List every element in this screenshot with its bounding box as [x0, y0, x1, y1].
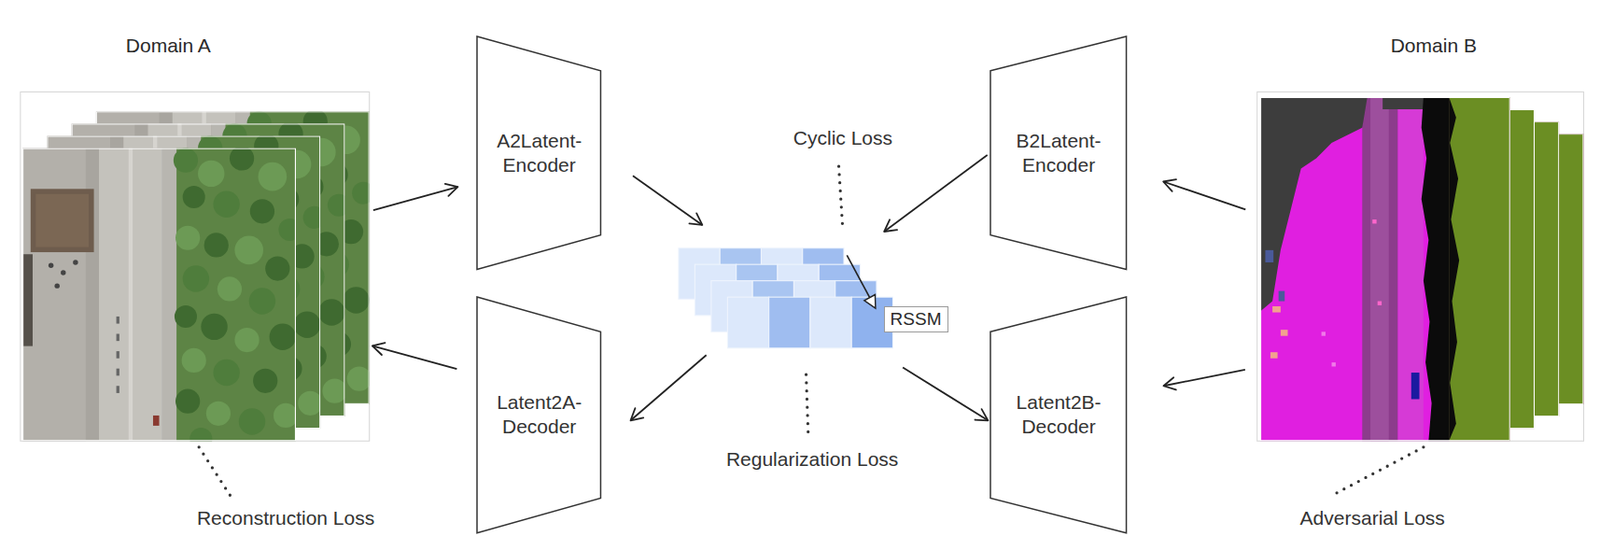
block-label: B2Latent- Encoder	[1003, 128, 1114, 179]
loss-label: Adversarial Loss	[1300, 506, 1446, 530]
flow-arrow	[884, 154, 987, 232]
trapezoid-outline	[989, 295, 1128, 534]
flow-arrow	[372, 342, 458, 369]
arrow-line	[372, 345, 458, 369]
arrow-line	[631, 354, 707, 421]
illustration-part	[198, 447, 231, 496]
arrow-head	[688, 212, 702, 225]
image-panel: Domain B	[1257, 91, 1585, 441]
decoder-trapezoid: Latent2A- Decoder	[476, 295, 602, 534]
arrow-head	[631, 407, 645, 421]
illustration-part	[810, 296, 852, 349]
flow-arrow	[373, 183, 459, 211]
loss-label: Reconstruction Loss	[196, 506, 375, 530]
latent-grid	[678, 248, 894, 349]
arrow-line	[373, 186, 459, 211]
trapezoid-shape	[477, 36, 601, 269]
domain-heading: Domain B	[1390, 33, 1477, 58]
domain-a-image	[20, 91, 375, 450]
illustration-part	[806, 374, 809, 433]
block-label: A2Latent- Encoder	[484, 128, 595, 179]
flow-arrow	[902, 366, 988, 421]
latent-block: RSSM	[678, 244, 955, 349]
arrow-line	[1163, 369, 1245, 386]
illustration-part	[1260, 97, 1511, 441]
arrow-head	[1163, 179, 1177, 192]
trapezoid-outline	[476, 35, 602, 270]
flow-arrow	[1163, 369, 1245, 391]
illustration-part	[1330, 447, 1423, 496]
arrow-head	[1163, 377, 1176, 390]
arrow-head	[974, 408, 988, 421]
arrow-line	[902, 366, 988, 421]
rssm-arrow	[846, 254, 876, 309]
trapezoid-shape	[477, 296, 601, 534]
flow-arrow	[1163, 179, 1246, 210]
flow-arrow	[632, 175, 702, 225]
illustration-part	[864, 294, 876, 309]
illustration-part	[1257, 91, 1585, 441]
flow-arrow	[631, 354, 707, 421]
encoder-trapezoid: B2Latent- Encoder	[989, 35, 1128, 270]
illustration-part	[727, 296, 769, 349]
trapezoid-shape	[990, 296, 1127, 534]
illustration-part	[769, 296, 811, 349]
illustration-part	[839, 166, 843, 231]
arrow-line	[632, 175, 702, 225]
model-label: RSSM	[884, 306, 949, 333]
domain-b-image	[1257, 91, 1585, 441]
loss-label: Cyclic Loss	[793, 126, 893, 150]
illustration-part	[22, 145, 301, 450]
trapezoid-outline	[989, 35, 1128, 270]
decoder-trapezoid: Latent2B- Decoder	[989, 295, 1128, 534]
arrow-head	[884, 219, 898, 232]
arrow-head	[445, 183, 459, 197]
block-label: Latent2A- Decoder	[484, 390, 595, 440]
domain-heading: Domain A	[126, 33, 211, 58]
loss-label: Regularization Loss	[726, 448, 899, 471]
encoder-trapezoid: A2Latent- Encoder	[476, 35, 602, 270]
block-label: Latent2B- Decoder	[1003, 390, 1114, 440]
image-panel: Domain A	[20, 91, 370, 441]
arrow-line	[884, 154, 987, 232]
trapezoid-outline	[476, 295, 602, 534]
illustration-part	[846, 254, 870, 297]
arrow-line	[1163, 182, 1246, 211]
arrow-head	[372, 342, 386, 355]
loss-leader-lines	[198, 166, 1424, 496]
trapezoid-shape	[990, 36, 1127, 269]
